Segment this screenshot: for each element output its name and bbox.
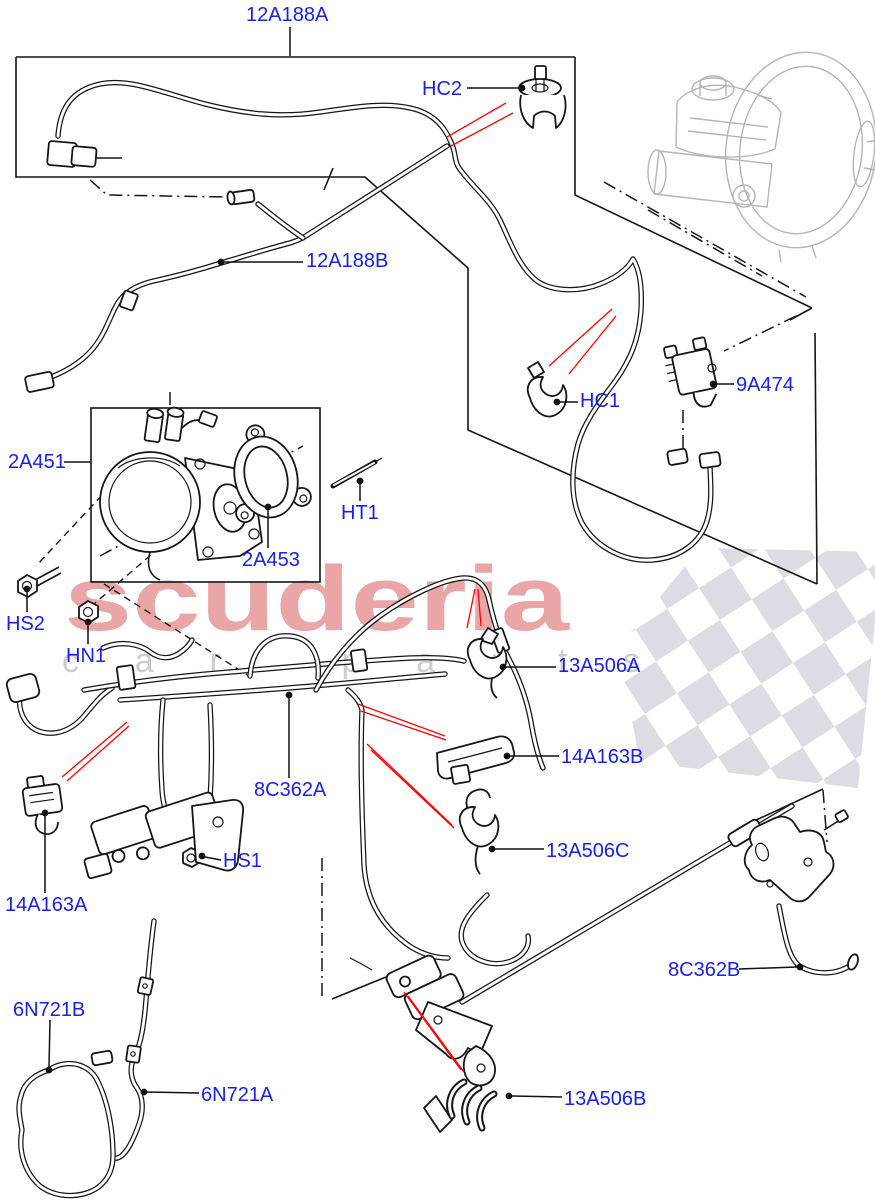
stud-ht1 bbox=[330, 457, 383, 489]
part-label-hs1: HS1 bbox=[223, 850, 262, 872]
part-label-13a506a: 13A506A bbox=[558, 655, 641, 677]
part-label-2a453: 2A453 bbox=[242, 549, 300, 571]
pump-detail-box bbox=[90, 407, 321, 583]
clip-13a506c bbox=[458, 788, 500, 875]
part-label-12a188b: 12A188B bbox=[306, 250, 389, 272]
part-label-hc2: HC2 bbox=[422, 78, 463, 100]
part-label-14a163a: 14A163A bbox=[5, 894, 88, 916]
solenoid-assembly-bottom bbox=[349, 954, 496, 1087]
part-label-8c362a: 8C362A bbox=[254, 779, 327, 801]
part-label-13a506c: 13A506C bbox=[546, 840, 630, 862]
hose-fittings bbox=[5, 140, 859, 1067]
valve-14a163a bbox=[21, 775, 64, 835]
view-boundary-lines bbox=[15, 56, 824, 1000]
valve-9a474 bbox=[663, 336, 718, 408]
clip-13a506a bbox=[466, 627, 508, 699]
clip-hc2 bbox=[518, 65, 567, 129]
solenoid-assembly-mid bbox=[83, 791, 245, 879]
part-label-hs2: HS2 bbox=[6, 613, 45, 635]
part-label-hn1: HN1 bbox=[66, 645, 107, 667]
part-label-hc1: HC1 bbox=[580, 390, 621, 412]
dash-dot-connection-lines bbox=[89, 179, 828, 1000]
gasket-2a453 bbox=[233, 424, 312, 524]
bracket-8c362b bbox=[743, 809, 849, 903]
part-label-6n721b: 6N721B bbox=[13, 999, 86, 1021]
part-label-ht1: HT1 bbox=[341, 502, 379, 524]
bolt-hs2 bbox=[17, 566, 62, 598]
part-label-9a474: 9A474 bbox=[736, 374, 794, 396]
nut-hn1 bbox=[78, 600, 99, 624]
part-label-14a163b: 14A163B bbox=[561, 746, 644, 768]
bracket-14a163b bbox=[436, 735, 516, 785]
part-label-2a451: 2A451 bbox=[8, 451, 66, 473]
label-leader-lines bbox=[23, 27, 804, 1100]
checkered-flag-watermark bbox=[618, 548, 875, 788]
part-label-12a188a: 12A188A bbox=[246, 4, 329, 26]
red-assembly-arrows bbox=[61, 102, 617, 1073]
part-label-6n721a: 6N721A bbox=[201, 1084, 274, 1106]
clip-13a506b bbox=[423, 1078, 498, 1133]
dashed-fastener-lines bbox=[35, 477, 253, 679]
clip-hc1 bbox=[526, 361, 568, 418]
part-label-13a506b: 13A506B bbox=[564, 1088, 647, 1110]
brake-booster-ghost bbox=[647, 51, 875, 263]
part-label-8c362b: 8C362B bbox=[668, 959, 741, 981]
